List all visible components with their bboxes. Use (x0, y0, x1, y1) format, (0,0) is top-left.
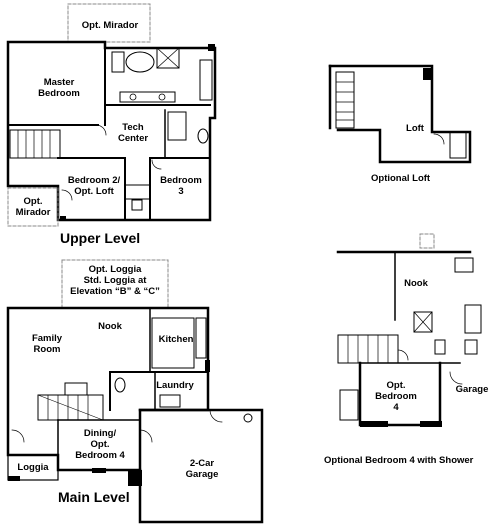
opt-loggia-label: Opt. Loggia Std. Loggia at Elevation “B”… (70, 264, 160, 297)
bedroom-2-label: Bedroom 2/ Opt. Loft (67, 175, 121, 197)
kitchen-label: Kitchen (158, 334, 194, 345)
dining-label: Dining/ Opt. Bedroom 4 (75, 428, 125, 461)
garage-label: 2-Car Garage (185, 458, 219, 480)
tech-center-label: Tech Center (117, 122, 149, 144)
nook-label: Nook (98, 321, 122, 332)
upper-level-title: Upper Level (60, 230, 141, 246)
family-room-label: Family Room (31, 333, 63, 355)
optional-loft-plan (328, 64, 472, 164)
master-bedroom-label: Master Bedroom (38, 77, 80, 99)
opt-mirador-top-label: Opt. Mirador (81, 20, 139, 31)
loggia-label: Loggia (17, 462, 49, 473)
laundry-label: Laundry (156, 380, 194, 391)
opt-garage-label: Garage (455, 384, 489, 395)
loft-label: Loft (406, 123, 424, 134)
main-level-title: Main Level (58, 489, 130, 505)
optional-bedroom-4-title: Optional Bedroom 4 with Shower (324, 455, 474, 466)
upper-level-plan (6, 3, 217, 227)
main-level-plan (6, 259, 264, 524)
optional-bedroom-4-plan (336, 233, 482, 427)
opt-bedroom-4-label: Opt. Bedroom 4 (375, 380, 417, 413)
optional-loft-title: Optional Loft (371, 173, 431, 184)
bedroom-3-label: Bedroom 3 (160, 175, 202, 197)
opt-mirador-left-label: Opt. Mirador (15, 196, 51, 218)
opt-nook-label: Nook (404, 278, 428, 289)
